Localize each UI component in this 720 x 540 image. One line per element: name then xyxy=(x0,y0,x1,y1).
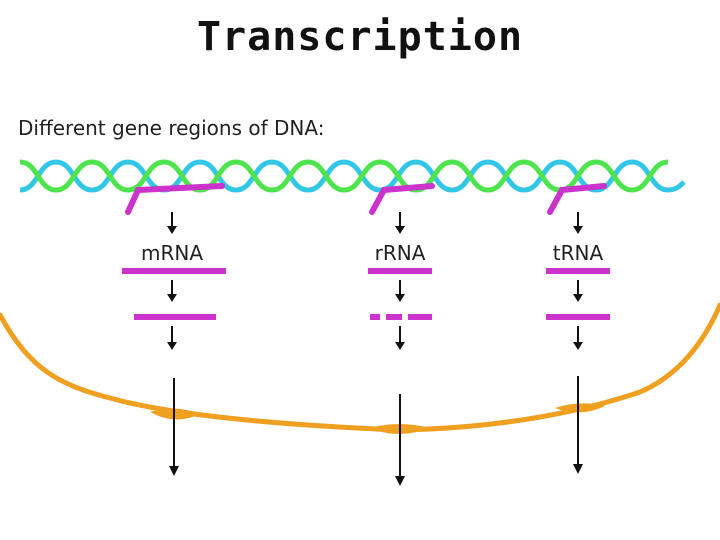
arrow-head xyxy=(167,342,177,350)
processed-transcript-bar xyxy=(546,314,610,320)
diagram-subtitle: Different gene regions of DNA: xyxy=(18,116,325,140)
rna-label-trna: tRNA xyxy=(553,241,604,265)
processed-segment xyxy=(408,314,432,320)
rna-label-mrna: mRNA xyxy=(141,241,203,265)
arrow-head xyxy=(573,226,583,234)
processed-segment xyxy=(370,314,380,320)
envelope-bulge-3 xyxy=(555,403,605,413)
arrow-head xyxy=(573,342,583,350)
gene-column-mrna: mRNA xyxy=(122,212,226,476)
nuclear-envelope xyxy=(0,302,720,433)
diagram-title: Transcription xyxy=(196,14,524,60)
arrow-head xyxy=(169,466,179,476)
processed-segment xyxy=(386,314,402,320)
arrow-head xyxy=(395,226,405,234)
arrow-head xyxy=(167,294,177,302)
gene-column-rrna: rRNA xyxy=(368,212,432,486)
rna-label-rrna: rRNA xyxy=(375,241,426,265)
primary-transcript-bar xyxy=(368,268,432,274)
gene-column-trna: tRNA xyxy=(546,212,610,474)
nascent-rrna xyxy=(369,183,435,215)
primary-transcript-bar xyxy=(546,268,610,274)
primary-transcript-bar xyxy=(122,268,226,274)
nascent-mrna xyxy=(125,183,225,215)
arrow-head xyxy=(395,476,405,486)
arrow-head xyxy=(395,342,405,350)
nascent-trna xyxy=(547,183,607,215)
arrow-head xyxy=(573,294,583,302)
arrow-head xyxy=(167,226,177,234)
arrow-head xyxy=(395,294,405,302)
arrow-head xyxy=(573,464,583,474)
processed-transcript-bar xyxy=(134,314,216,320)
